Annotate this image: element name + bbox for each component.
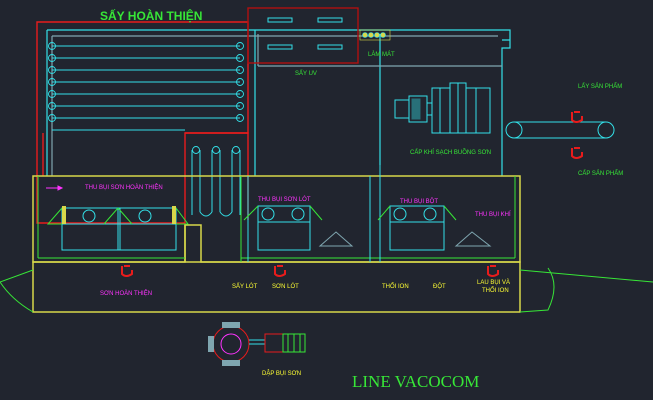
label-dust-collect: THU BỤI KHÍ: [475, 211, 511, 218]
curtain-doors: [0, 267, 653, 313]
transfer-rails: [191, 150, 241, 217]
dust-collector-finish: [46, 206, 189, 251]
label-clean-air-supply: CẤP KHÍ SẠCH BUỒNG SƠN: [410, 149, 491, 156]
dust-collector-putty: [377, 205, 492, 251]
line-hooks: [121, 265, 499, 277]
label-wipe-ion-line1: LAU BỤI VÀ: [477, 279, 510, 286]
label-load-product: CẤP SẢN PHẨM: [578, 170, 623, 177]
transfer-rollers: [192, 146, 240, 154]
dust-collector-primer: [243, 205, 354, 251]
cooling-rollers: [359, 29, 391, 41]
label-uv-dryer: SẤY UV: [295, 70, 317, 77]
label-wipe-ion-line2: THỔI ION: [482, 287, 509, 294]
label-finish-dust-collect: THU BỤI SƠN HOÀN THIỆN: [85, 183, 163, 191]
label-putty: ĐỘT: [433, 283, 446, 290]
label-finish-paint: SƠN HOÀN THIỆN: [100, 289, 152, 297]
flow-arrow-icon: [46, 185, 64, 191]
label-dust-suppression: DẬP BỤI SƠN: [262, 370, 301, 377]
dust-suppression-machine: [208, 322, 306, 366]
main-line-frame: [46, 29, 511, 176]
booth-dividers: [247, 165, 381, 262]
label-primer-dust-collect: THU BỤI SƠN LÓT: [258, 196, 311, 203]
label-putty-dust-collect: THU BỤI BỘT: [400, 198, 438, 205]
label-wipe-ion: LAU BỤI VÀ THỔI ION: [477, 279, 512, 294]
dryer-rollers: [48, 42, 244, 122]
label-ion-blow: THỔI ION: [382, 283, 409, 290]
label-primer-dry: SẤY LÓT: [232, 283, 258, 290]
loading-hooks: [571, 111, 583, 159]
uv-lamps: [267, 17, 343, 50]
spray-booth-frame: [32, 175, 521, 313]
label-primer-paint: SƠN LÓT: [272, 283, 299, 290]
dryer-serpentine: [52, 45, 240, 131]
brand-text: LINE VACOCOM: [352, 372, 479, 391]
label-cooling: LÀM MÁT: [368, 51, 395, 58]
loading-conveyor: [505, 121, 615, 139]
booth-inner-lines: [37, 176, 516, 262]
clean-air-unit: [394, 82, 491, 134]
label-unload-product: LẤY SẢN PHẨM: [578, 83, 622, 90]
diagram-title: SẤY HOÀN THIỆN: [100, 8, 202, 23]
